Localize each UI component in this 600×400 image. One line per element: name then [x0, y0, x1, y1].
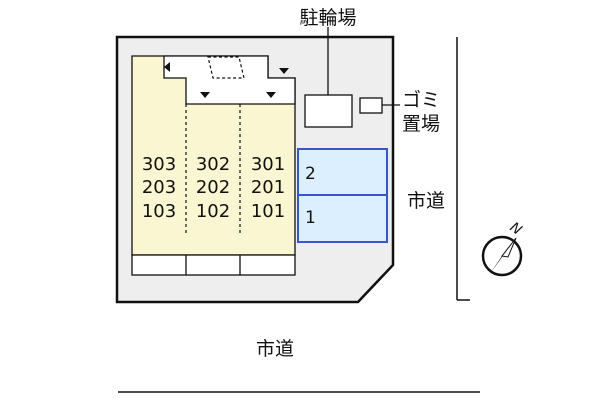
parking-slot-1: 1 [305, 208, 316, 228]
corridor-walkway [163, 55, 296, 105]
compass-needle-outline [501, 237, 517, 258]
unit-103: 103 [142, 201, 176, 222]
entrance-marker-left [164, 62, 170, 72]
compass-north-label: N [507, 219, 525, 238]
unit-302: 302 [196, 154, 230, 175]
unit-102: 102 [196, 201, 230, 222]
road-right-label: 市道 [407, 190, 445, 212]
balcony-strip [131, 254, 296, 276]
unit-301: 301 [251, 154, 285, 175]
entrance-marker-col3 [266, 92, 276, 98]
unit-201: 201 [251, 177, 285, 198]
entrance-marker-col2 [200, 92, 210, 98]
parking-slot-2: 2 [305, 164, 316, 184]
road-bottom-label: 市道 [256, 338, 294, 360]
unit-303: 303 [142, 154, 176, 175]
unit-101: 101 [251, 201, 285, 222]
bicycle-parking-label: 駐輪場 [299, 7, 356, 29]
unit-202: 202 [196, 177, 230, 198]
garbage-area-box [359, 97, 383, 114]
unit-203: 203 [142, 177, 176, 198]
compass: N [481, 219, 525, 277]
bicycle-parking-box [304, 94, 353, 128]
garbage-area-label-line1: ゴミ [402, 89, 440, 111]
stair-outline [207, 56, 245, 79]
garbage-area-label-line2: 置場 [402, 113, 440, 135]
entrance-marker-top [279, 68, 289, 74]
